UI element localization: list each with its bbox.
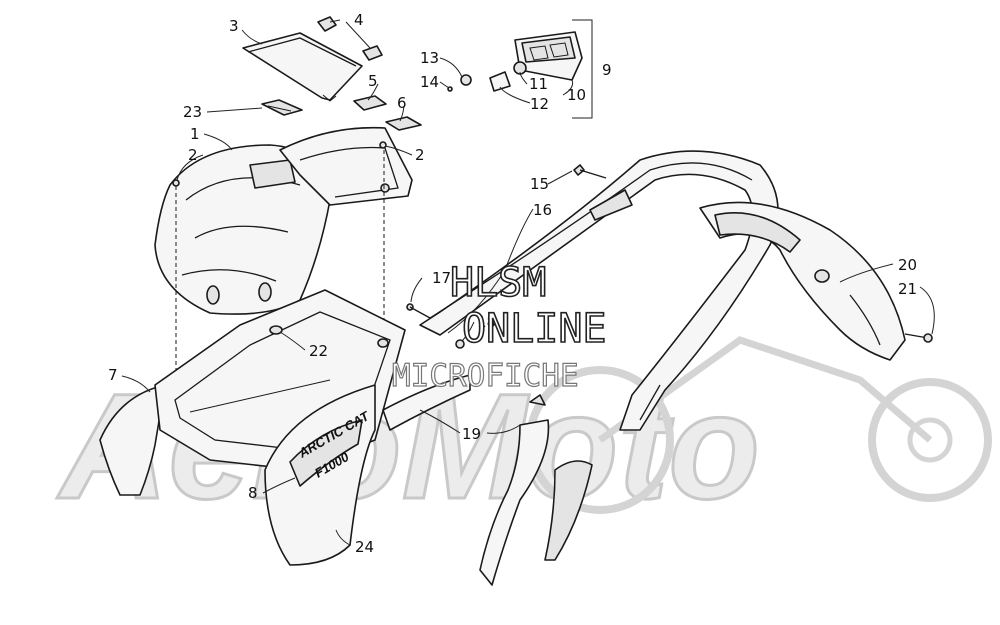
- callout-13: 13: [420, 49, 439, 67]
- fastener-part[interactable]: [172, 141, 390, 193]
- callout-20: 20: [898, 256, 917, 274]
- callout-14: 14: [420, 73, 439, 91]
- callout-4: 4: [354, 11, 364, 29]
- callout-18: 18: [477, 313, 496, 331]
- storage-plate-part[interactable]: [242, 32, 363, 102]
- side-rail-part[interactable]: [382, 374, 593, 586]
- grab-bar-part[interactable]: [419, 150, 779, 431]
- decal-part-6[interactable]: [385, 116, 422, 131]
- callout-6: 6: [397, 94, 407, 112]
- callout-2-left: 2: [188, 146, 198, 164]
- callout-2-right: 2: [415, 146, 425, 164]
- decal-part-23[interactable]: [261, 99, 303, 116]
- taillight-part[interactable]: [514, 31, 583, 81]
- screw-part-21[interactable]: [904, 333, 933, 343]
- watermark-line-2: ONLINE: [462, 306, 607, 352]
- watermark-line-3: MICROFICHE: [392, 358, 579, 394]
- callout-23: 23: [183, 103, 202, 121]
- callout-1: 1: [190, 125, 200, 143]
- callout-16: 16: [533, 201, 552, 219]
- seat-base-part[interactable]: [154, 144, 331, 315]
- decal-part-5[interactable]: [353, 95, 387, 111]
- callout-9: 9: [602, 61, 612, 79]
- leader-lines: [121, 19, 935, 546]
- site-watermark: HLSM ONLINE MICROFICHE: [391, 259, 607, 394]
- side-panel-part[interactable]: [99, 384, 166, 496]
- callout-24: 24: [355, 538, 374, 556]
- callout-5: 5: [368, 72, 378, 90]
- clip-part[interactable]: [317, 16, 383, 61]
- bolt-part-15[interactable]: [573, 164, 607, 179]
- watermark-line-1: HLSM: [450, 260, 546, 306]
- callout-22: 22: [309, 342, 328, 360]
- callout-labels: 3 4 23 5 6 1 2 2 13 14 11 12 10 9 7 22 8…: [108, 11, 917, 556]
- callout-8: 8: [248, 484, 258, 502]
- callout-12: 12: [530, 95, 549, 113]
- nut-part-18[interactable]: [455, 339, 465, 349]
- callout-21: 21: [898, 280, 917, 298]
- side-cover-part[interactable]: ARCTIC CAT F1000: [264, 384, 376, 566]
- callout-10: 10: [567, 86, 586, 104]
- callout-17: 17: [432, 269, 451, 287]
- bolt-part-17[interactable]: [406, 303, 431, 319]
- callout-7: 7: [108, 366, 118, 384]
- callout-3: 3: [229, 17, 239, 35]
- callout-19: 19: [462, 425, 481, 443]
- callout-15: 15: [530, 175, 549, 193]
- rear-flap-part[interactable]: [699, 201, 906, 361]
- bulb-socket-part[interactable]: [447, 61, 527, 92]
- callout-11: 11: [529, 75, 548, 93]
